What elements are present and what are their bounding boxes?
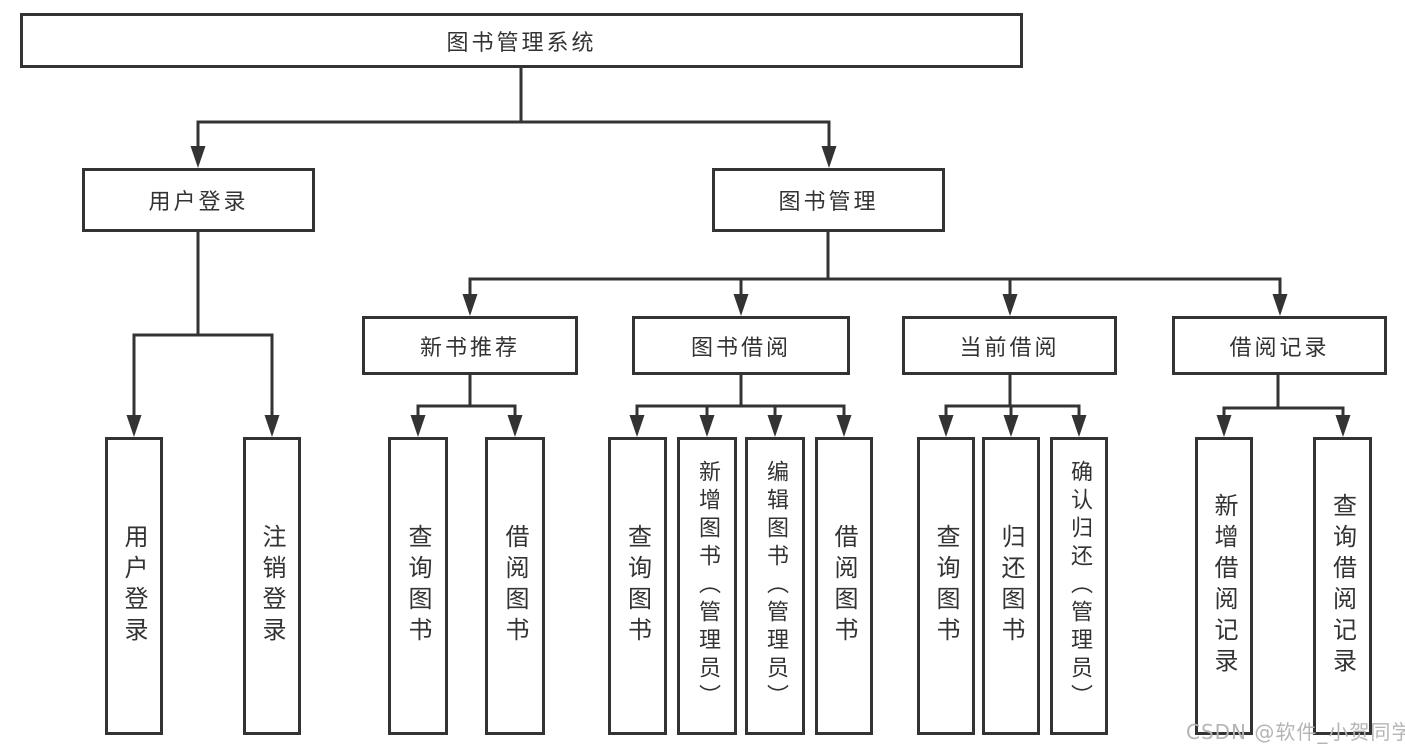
leaf-recommend-query-books-label: 查询图书 [404,524,432,648]
leaf-query-borrow-record: 查询借阅记录 [1313,437,1372,735]
node-root-label: 图书管理系统 [446,30,597,56]
csdn-watermark: CSDN @软件_小贺同学 [1186,716,1405,745]
arrowhead-group [126,146,1351,437]
leaf-current-query-books: 查询图书 [917,437,975,735]
leaf-query-borrow-record-label: 查询借阅记录 [1328,493,1357,679]
node-book-management: 图书管理 [712,168,945,232]
leaf-return-books-label: 归还图书 [997,524,1025,648]
leaf-recommend-borrow-books-label: 借阅图书 [501,524,529,648]
leaf-recommend-query-books: 查询图书 [388,437,448,735]
leaf-add-borrow-record: 新增借阅记录 [1195,437,1253,735]
leaf-current-query-books-label: 查询图书 [932,524,960,648]
leaf-add-borrow-record-label: 新增借阅记录 [1210,493,1238,679]
node-user-login-label: 用户登录 [148,190,249,215]
leaf-borrow-books: 借阅图书 [815,437,873,735]
leaf-add-books-admin: 新增图书（管理员） [677,437,737,735]
leaf-return-books: 归还图书 [982,437,1040,735]
leaf-recommend-borrow-books: 借阅图书 [485,437,545,735]
node-book-borrow-label: 图书借阅 [690,335,791,361]
leaf-user-login: 用户登录 [105,437,163,735]
leaf-logout: 注销登录 [243,437,301,735]
leaf-user-login-label: 用户登录 [120,524,148,648]
leaf-borrow-query-books-label: 查询图书 [623,524,652,648]
leaf-logout-label: 注销登录 [258,524,286,648]
leaf-confirm-return-admin-label: 确认归还（管理员） [1067,460,1092,712]
leaf-borrow-books-label: 借阅图书 [830,524,858,648]
leaf-add-books-admin-label: 新增图书（管理员） [695,460,720,712]
node-root-system: 图书管理系统 [20,13,1023,68]
leaf-edit-books-admin-label: 编辑图书（管理员） [763,460,788,712]
leaf-confirm-return-admin: 确认归还（管理员） [1050,437,1108,735]
node-book-management-label: 图书管理 [778,190,879,215]
node-book-borrow: 图书借阅 [632,316,850,375]
node-new-book-recommend-label: 新书推荐 [419,335,520,361]
node-user-login: 用户登录 [82,168,315,232]
csdn-watermark-text: CSDN @软件_小贺同学 [1186,720,1405,744]
leaf-edit-books-admin: 编辑图书（管理员） [745,437,805,735]
node-borrow-record-label: 借阅记录 [1229,335,1330,361]
node-new-book-recommend: 新书推荐 [362,316,578,375]
node-current-borrow: 当前借阅 [902,316,1117,375]
node-current-borrow-label: 当前借阅 [959,335,1060,361]
node-borrow-record: 借阅记录 [1172,316,1387,375]
leaf-borrow-query-books: 查询图书 [608,437,667,735]
